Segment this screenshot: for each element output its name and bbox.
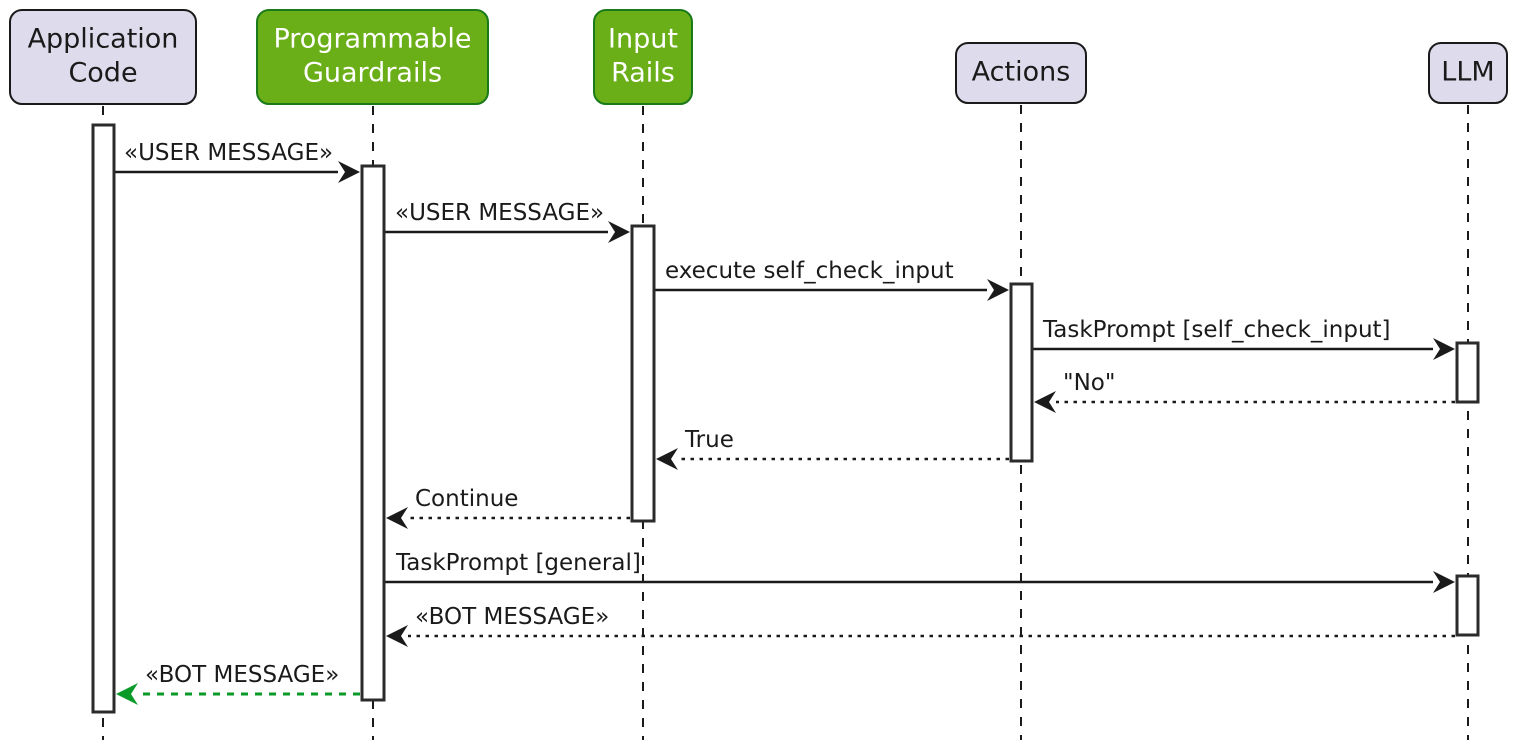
message-bot-message-llm-to-guardrails-arrowhead (386, 625, 408, 647)
message-user-message-guardrails-to-inputrails-arrowhead (608, 221, 630, 243)
message-execute-self-check-input-arrowhead (987, 279, 1009, 301)
activation-bar-app (91, 123, 116, 714)
message-input-rails-continue-label: Continue (415, 486, 518, 512)
participant-programmable-guardrails-box[interactable] (256, 9, 489, 105)
participant-application-code-box[interactable] (9, 9, 197, 105)
participant-llm-label: LLM (1441, 57, 1494, 88)
activation-bar-llm (1455, 574, 1480, 637)
participant-llm[interactable]: LLM (1428, 42, 1508, 104)
activation-bar-actions (1009, 282, 1034, 463)
message-taskprompt-self-check-input-label: TaskPrompt [self_check_input] (1042, 317, 1391, 343)
message-user-message-guardrails-to-inputrails-label: «USER MESSAGE» (395, 200, 604, 226)
participant-application-code-label: Application (28, 24, 179, 55)
activations-layer (91, 123, 1480, 714)
message-llm-response-no-arrowhead (1034, 391, 1056, 413)
message-input-rails-continue (386, 507, 630, 529)
activation-bar-guardrails (360, 164, 386, 702)
message-input-rails-continue-arrowhead (386, 507, 408, 529)
message-llm-response-no (1034, 391, 1455, 413)
participant-input-rails-box[interactable] (593, 9, 693, 105)
activation-bar-inputrails (630, 224, 656, 523)
message-taskprompt-self-check-input (1033, 338, 1455, 360)
message-actions-response-true-arrowhead (656, 448, 678, 470)
message-bot-message-guardrails-to-app (116, 683, 360, 705)
message-bot-message-guardrails-to-app-label: «BOT MESSAGE» (145, 662, 339, 688)
messages-layer (114, 161, 1455, 705)
activation-bar-llm (1455, 341, 1480, 404)
participant-programmable-guardrails-label: Programmable (273, 24, 471, 55)
message-user-message-app-to-guardrails-arrowhead (338, 161, 360, 183)
message-taskprompt-self-check-input-arrowhead (1433, 338, 1455, 360)
message-user-message-app-to-guardrails (114, 161, 360, 183)
participant-actions[interactable]: Actions (955, 42, 1087, 104)
message-bot-message-llm-to-guardrails-label: «BOT MESSAGE» (415, 604, 609, 630)
message-execute-self-check-input (655, 279, 1009, 301)
message-taskprompt-general-label: TaskPrompt [general] (395, 550, 641, 576)
message-actions-response-true (656, 448, 1009, 470)
participant-input-rails-label: Input (608, 24, 678, 55)
participant-programmable-guardrails-label: Guardrails (303, 58, 442, 89)
message-bot-message-llm-to-guardrails (386, 625, 1455, 647)
message-llm-response-no-label: "No" (1063, 370, 1115, 396)
message-actions-response-true-label: True (684, 427, 734, 453)
participant-input-rails-label: Rails (611, 58, 675, 89)
labels-layer: «USER MESSAGE» «USER MESSAGE» execute self… (124, 140, 1391, 688)
message-user-message-app-to-guardrails-label: «USER MESSAGE» (124, 140, 333, 166)
message-taskprompt-general (385, 571, 1455, 593)
message-taskprompt-general-arrowhead (1433, 571, 1455, 593)
participant-actions-label: Actions (972, 57, 1071, 88)
participant-llm-box[interactable] (1428, 42, 1508, 104)
message-user-message-guardrails-to-inputrails (385, 221, 630, 243)
message-execute-self-check-input-label: execute self_check_input (665, 258, 954, 284)
participant-actions-box[interactable] (955, 42, 1087, 104)
lifelines-layer (102, 105, 1469, 740)
participant-application-code-label: Code (68, 58, 137, 89)
message-bot-message-guardrails-to-app-arrowhead (116, 683, 138, 705)
